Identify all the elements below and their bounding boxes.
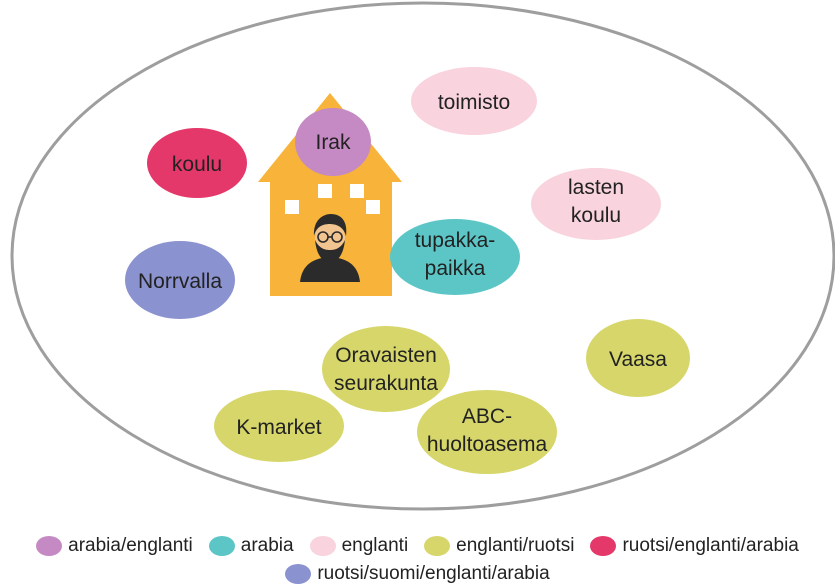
- legend-item-ruotsi-suomi-englanti-arabia: ruotsi/suomi/englanti/arabia: [285, 563, 550, 585]
- node-oravaisten-seurakunta-label-line2: seurakunta: [334, 372, 438, 395]
- node-tupakkapaikka-label-line2: paikka: [425, 257, 486, 280]
- node-tupakkapaikka: tupakka- paikka: [390, 219, 520, 295]
- node-toimisto: toimisto: [411, 67, 537, 135]
- legend-swatch: [36, 536, 63, 556]
- node-koulu: koulu: [147, 128, 247, 198]
- person-hair: [313, 214, 347, 236]
- node-k-market-bubble: [214, 390, 344, 462]
- node-k-market-label: K-market: [236, 416, 321, 439]
- node-lasten-koulu: lasten koulu: [531, 168, 661, 240]
- legend-item-englanti: englanti: [309, 535, 409, 557]
- person-with-glasses-and-beard-icon: [300, 214, 360, 282]
- legend-item-arabia: arabia: [208, 535, 294, 557]
- person-beard: [315, 240, 345, 262]
- person-shoulders: [300, 257, 360, 282]
- legend-row: arabia/englanti arabia englanti englanti…: [0, 535, 835, 557]
- legend-swatch: [590, 536, 617, 556]
- node-oravaisten-seurakunta-label-line1: Oravaisten: [335, 344, 437, 367]
- house-window: [350, 184, 364, 198]
- node-lasten-koulu-label-line2: koulu: [571, 204, 621, 227]
- legend-label: ruotsi/englanti/arabia: [622, 535, 799, 556]
- node-k-market: K-market: [214, 390, 344, 462]
- node-irak-label: Irak: [315, 131, 351, 154]
- legend-swatch: [285, 564, 312, 584]
- language-map-diagram: Irak toimisto koulu lasten koulu tupakka…: [10, 1, 835, 511]
- node-norrvalla-bubble: [125, 241, 235, 319]
- node-lasten-koulu-bubble: [531, 168, 661, 240]
- legend-item-ruotsi-englanti-arabia: ruotsi/englanti/arabia: [590, 535, 799, 557]
- node-irak-bubble: [295, 108, 371, 176]
- node-abc-huoltoasema: ABC- huoltoasema: [417, 390, 557, 474]
- node-toimisto-bubble: [411, 67, 537, 135]
- node-toimisto-label: toimisto: [438, 91, 510, 114]
- legend-item-arabia-englanti: arabia/englanti: [36, 535, 193, 557]
- node-norrvalla-label: Norrvalla: [138, 270, 222, 293]
- house-window: [285, 200, 299, 214]
- legend-label: ruotsi/suomi/englanti/arabia: [317, 563, 550, 584]
- node-vaasa-bubble: [586, 319, 690, 397]
- node-abc-huoltoasema-label-line2: huoltoasema: [427, 433, 548, 456]
- legend-label: arabia: [240, 535, 294, 556]
- node-tupakkapaikka-label-line1: tupakka-: [415, 229, 496, 252]
- node-abc-huoltoasema-bubble: [417, 390, 557, 474]
- node-vaasa-label: Vaasa: [609, 348, 667, 371]
- node-koulu-bubble: [147, 128, 247, 198]
- node-abc-huoltoasema-label-line1: ABC-: [462, 405, 512, 428]
- node-vaasa: Vaasa: [586, 319, 690, 397]
- legend-label: englanti: [341, 535, 409, 556]
- node-oravaisten-seurakunta-bubble: [322, 326, 450, 412]
- node-tupakkapaikka-bubble: [390, 219, 520, 295]
- legend-swatch: [424, 536, 451, 556]
- person-head: [315, 220, 345, 256]
- node-lasten-koulu-label-line1: lasten: [568, 176, 624, 199]
- node-irak: Irak: [295, 108, 371, 176]
- legend-item-englanti-ruotsi: englanti/ruotsi: [424, 535, 574, 557]
- house-window: [366, 200, 380, 214]
- node-oravaisten-seurakunta: Oravaisten seurakunta: [322, 326, 450, 412]
- legend-swatch: [309, 536, 336, 556]
- legend-label: arabia/englanti: [68, 535, 193, 556]
- node-norrvalla: Norrvalla: [125, 241, 235, 319]
- legend-row: ruotsi/suomi/englanti/arabia: [0, 563, 835, 585]
- node-koulu-label: koulu: [172, 153, 222, 176]
- house-window: [318, 184, 332, 198]
- legend-label: englanti/ruotsi: [456, 535, 575, 556]
- legend-swatch: [208, 536, 235, 556]
